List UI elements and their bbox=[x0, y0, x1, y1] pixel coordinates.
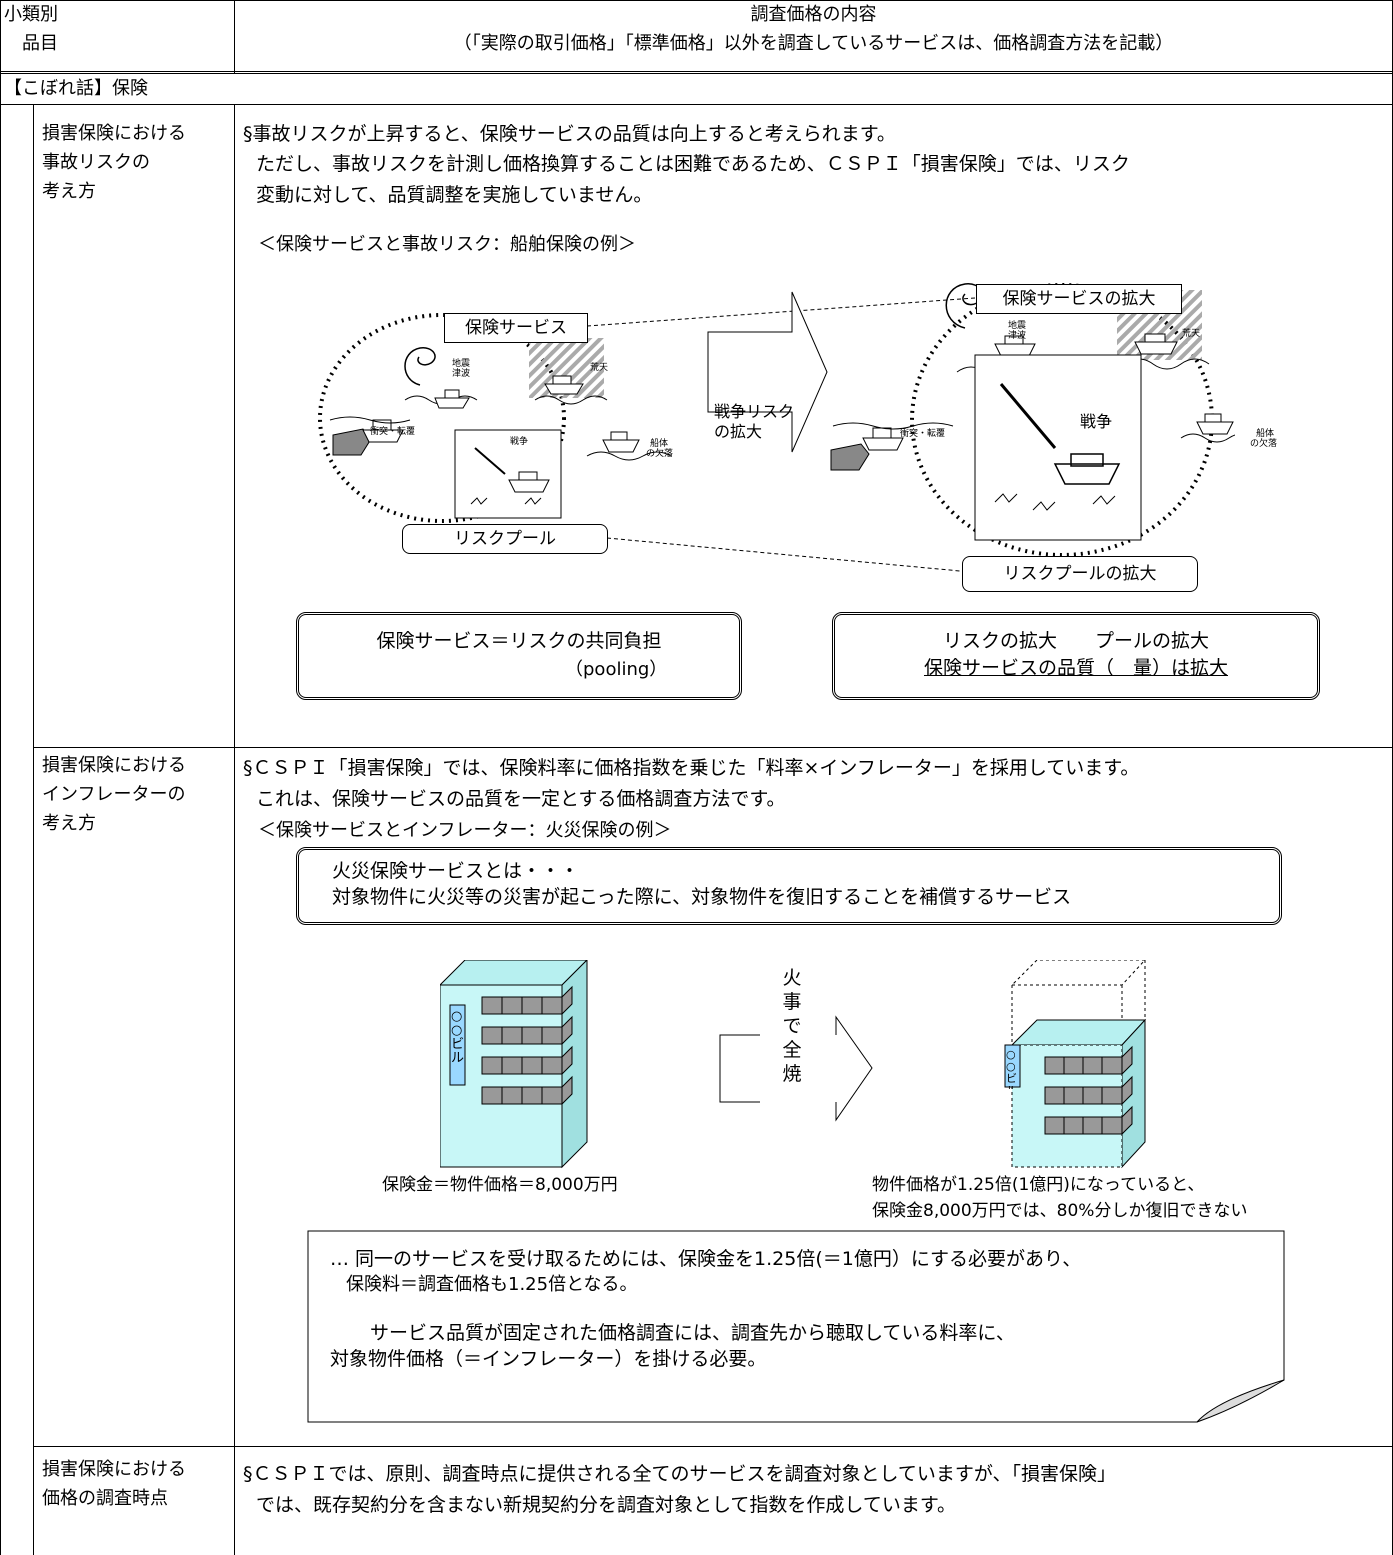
header-col1-line1: 小類別 bbox=[4, 4, 58, 25]
right-war-scene bbox=[994, 383, 1121, 511]
left-collision-scene bbox=[329, 416, 411, 456]
service-connector-line bbox=[586, 297, 976, 327]
war-risk-arrow-text-2: の拡大 bbox=[714, 422, 763, 441]
row2-label-line1: 損害保険における bbox=[42, 755, 186, 776]
header-bottom-line-2 bbox=[0, 73, 1393, 74]
note-box bbox=[307, 1230, 1285, 1423]
note-line1: … 同一のサービスを受け取るためには、保険金を1.25倍(＝1億円）にする必要が… bbox=[330, 1248, 1082, 1270]
fire-service-line2: 対象物件に火災等の災害が起こった際に、対象物件を復旧することを補償するサービス bbox=[332, 886, 1072, 908]
left-collision-label: 衝突・転覆 bbox=[370, 427, 416, 437]
building-fire-diagram bbox=[440, 960, 1147, 1169]
indent-line bbox=[33, 104, 34, 1555]
section-title: 【こぼれ話】保険 bbox=[4, 78, 148, 99]
row1-label-line3: 考え方 bbox=[42, 181, 96, 202]
left-war-box bbox=[454, 429, 562, 519]
left-storm-scene bbox=[529, 338, 608, 405]
right-hull-label-1: 船体 bbox=[1256, 429, 1275, 439]
fire-figure-caption: ＜保険サービスとインフレーター：火災保険の例＞ bbox=[258, 820, 672, 841]
right-hull-label-2: の欠落 bbox=[1250, 439, 1278, 449]
note-line2: 保険料＝調査価格も1.25倍となる。 bbox=[346, 1274, 638, 1295]
row1-text-line1: §事故リスクが上昇すると、保険サービスの品質は向上すると考えられます。 bbox=[243, 123, 896, 145]
row2-text-line1: §ＣＳＰＩ「損害保険」では、保険料率に価格指数を乗じた「料率×インフレーター」を… bbox=[243, 757, 1140, 779]
row1-text-line3: 変動に対して、品質調整を実施していません。 bbox=[256, 184, 653, 206]
row1-label-line2: 事故リスクの bbox=[42, 152, 150, 173]
left-quake-label-1: 地震 bbox=[452, 359, 471, 369]
row3-label-line2: 価格の調査時点 bbox=[42, 1488, 168, 1509]
note-line3: サービス品質が固定された価格調査には、調査先から聴取している料率に、 bbox=[370, 1322, 1015, 1344]
risk-expansion-box bbox=[832, 612, 1320, 700]
note-line4: 対象物件価格（＝インフレーター）を掛ける必要。 bbox=[330, 1348, 767, 1370]
row2-label-line2: インフレーターの bbox=[42, 784, 186, 805]
right-hull-scene bbox=[1180, 413, 1235, 443]
right-war-box bbox=[974, 354, 1142, 541]
right-building bbox=[1004, 960, 1147, 1169]
left-building-sign: ○○ビル bbox=[451, 1009, 465, 1066]
pooling-box-line1: 保険サービス＝リスクの共同負担 bbox=[376, 630, 662, 652]
pooling-box bbox=[296, 612, 742, 700]
section-bottom-line bbox=[0, 104, 1393, 105]
right-quake-label-2: 津波 bbox=[1008, 331, 1027, 341]
risk-expansion-line2: 保険サービスの品質（ 量）は拡大 bbox=[923, 657, 1228, 679]
right-war-label: 戦争 bbox=[1080, 412, 1113, 431]
right-building-sign: ○○ビル bbox=[1006, 1049, 1017, 1089]
header-col1-line2: 品目 bbox=[22, 33, 58, 54]
label-insurance-service: 保険サービス bbox=[444, 313, 588, 343]
pool-connector-line bbox=[606, 537, 961, 572]
label-insurance-service-expand: 保険サービスの拡大 bbox=[976, 284, 1182, 314]
table-border-left bbox=[0, 0, 1, 1555]
header-col2-line2: （「実際の取引価格」「標準価格」以外を調査しているサービスは、価格調査方法を記載… bbox=[453, 33, 1174, 54]
right-building-caption-2: 保険金8,000万円では、80%分しか復旧できない bbox=[872, 1201, 1248, 1221]
left-hull-label-1: 船体 bbox=[650, 439, 669, 449]
row3-text-line2: では、既存契約分を含まない新規契約分を調査対象として指数を作成しています。 bbox=[256, 1494, 956, 1516]
row2-bottom-line bbox=[34, 1446, 1393, 1447]
left-building bbox=[440, 960, 588, 1169]
ship-figure-caption: ＜保険サービスと事故リスク：船舶保険の例＞ bbox=[258, 234, 636, 255]
row3-label-line1: 損害保険における bbox=[42, 1459, 186, 1480]
label-risk-pool: リスクプール bbox=[402, 524, 608, 554]
row2-label-line3: 考え方 bbox=[42, 813, 96, 834]
label-risk-pool-expand: リスクプールの拡大 bbox=[962, 556, 1198, 592]
row1-bottom-line bbox=[34, 747, 1393, 748]
fire-service-line1: 火災保険サービスとは・・・ bbox=[332, 860, 580, 882]
right-collision-scene bbox=[830, 422, 954, 471]
ship-risk-diagram bbox=[318, 283, 1235, 572]
left-quake-label-2: 津波 bbox=[452, 369, 471, 379]
row1-label-line1: 損害保険における bbox=[42, 123, 186, 144]
right-building-caption-1: 物件価格が1.25倍(1億円)になっていると、 bbox=[872, 1175, 1205, 1195]
risk-expansion-line1: リスクの拡大 プールの拡大 bbox=[942, 630, 1209, 652]
left-building-caption: 保険金＝物件価格＝8,000万円 bbox=[382, 1175, 618, 1195]
column-divider bbox=[234, 104, 235, 1555]
row3-text-line1: §ＣＳＰＩでは、原則、調査時点に提供される全てのサービスを調査対象としていますが… bbox=[243, 1463, 1117, 1485]
right-quake-label-1: 地震 bbox=[1008, 321, 1027, 331]
left-hull-label-2: の欠落 bbox=[646, 449, 674, 459]
left-hull-scene bbox=[586, 431, 672, 461]
right-storm-label: 荒天 bbox=[1182, 329, 1201, 339]
fire-arrow bbox=[719, 1015, 873, 1122]
right-collision-label: 衝突・転覆 bbox=[900, 429, 946, 439]
left-storm-label: 荒天 bbox=[590, 363, 609, 373]
header-col2-line1: 調査価格の内容 bbox=[750, 4, 877, 25]
row2-text-line2: これは、保険サービスの品質を一定とする価格調査方法です。 bbox=[256, 788, 786, 810]
pooling-box-line2: （pooling） bbox=[565, 659, 668, 680]
left-war-label: 戦争 bbox=[510, 437, 529, 447]
fire-service-box bbox=[296, 847, 1282, 925]
header-divider bbox=[234, 0, 235, 73]
left-quake-scene bbox=[404, 347, 478, 409]
header-bottom-line bbox=[0, 71, 1393, 72]
left-risk-ellipse bbox=[318, 313, 566, 523]
row1-text-line2: ただし、事故リスクを計測し価格換算することは困難であるため、ＣＳＰＩ「損害保険」… bbox=[256, 153, 1130, 175]
fire-arrow-text: 火事で全焼 bbox=[782, 967, 802, 1085]
war-risk-arrow bbox=[707, 291, 828, 453]
left-war-scene bbox=[470, 447, 550, 505]
war-risk-arrow-text-1: 戦争リスク bbox=[714, 402, 795, 421]
table-border-top bbox=[0, 0, 1393, 1]
